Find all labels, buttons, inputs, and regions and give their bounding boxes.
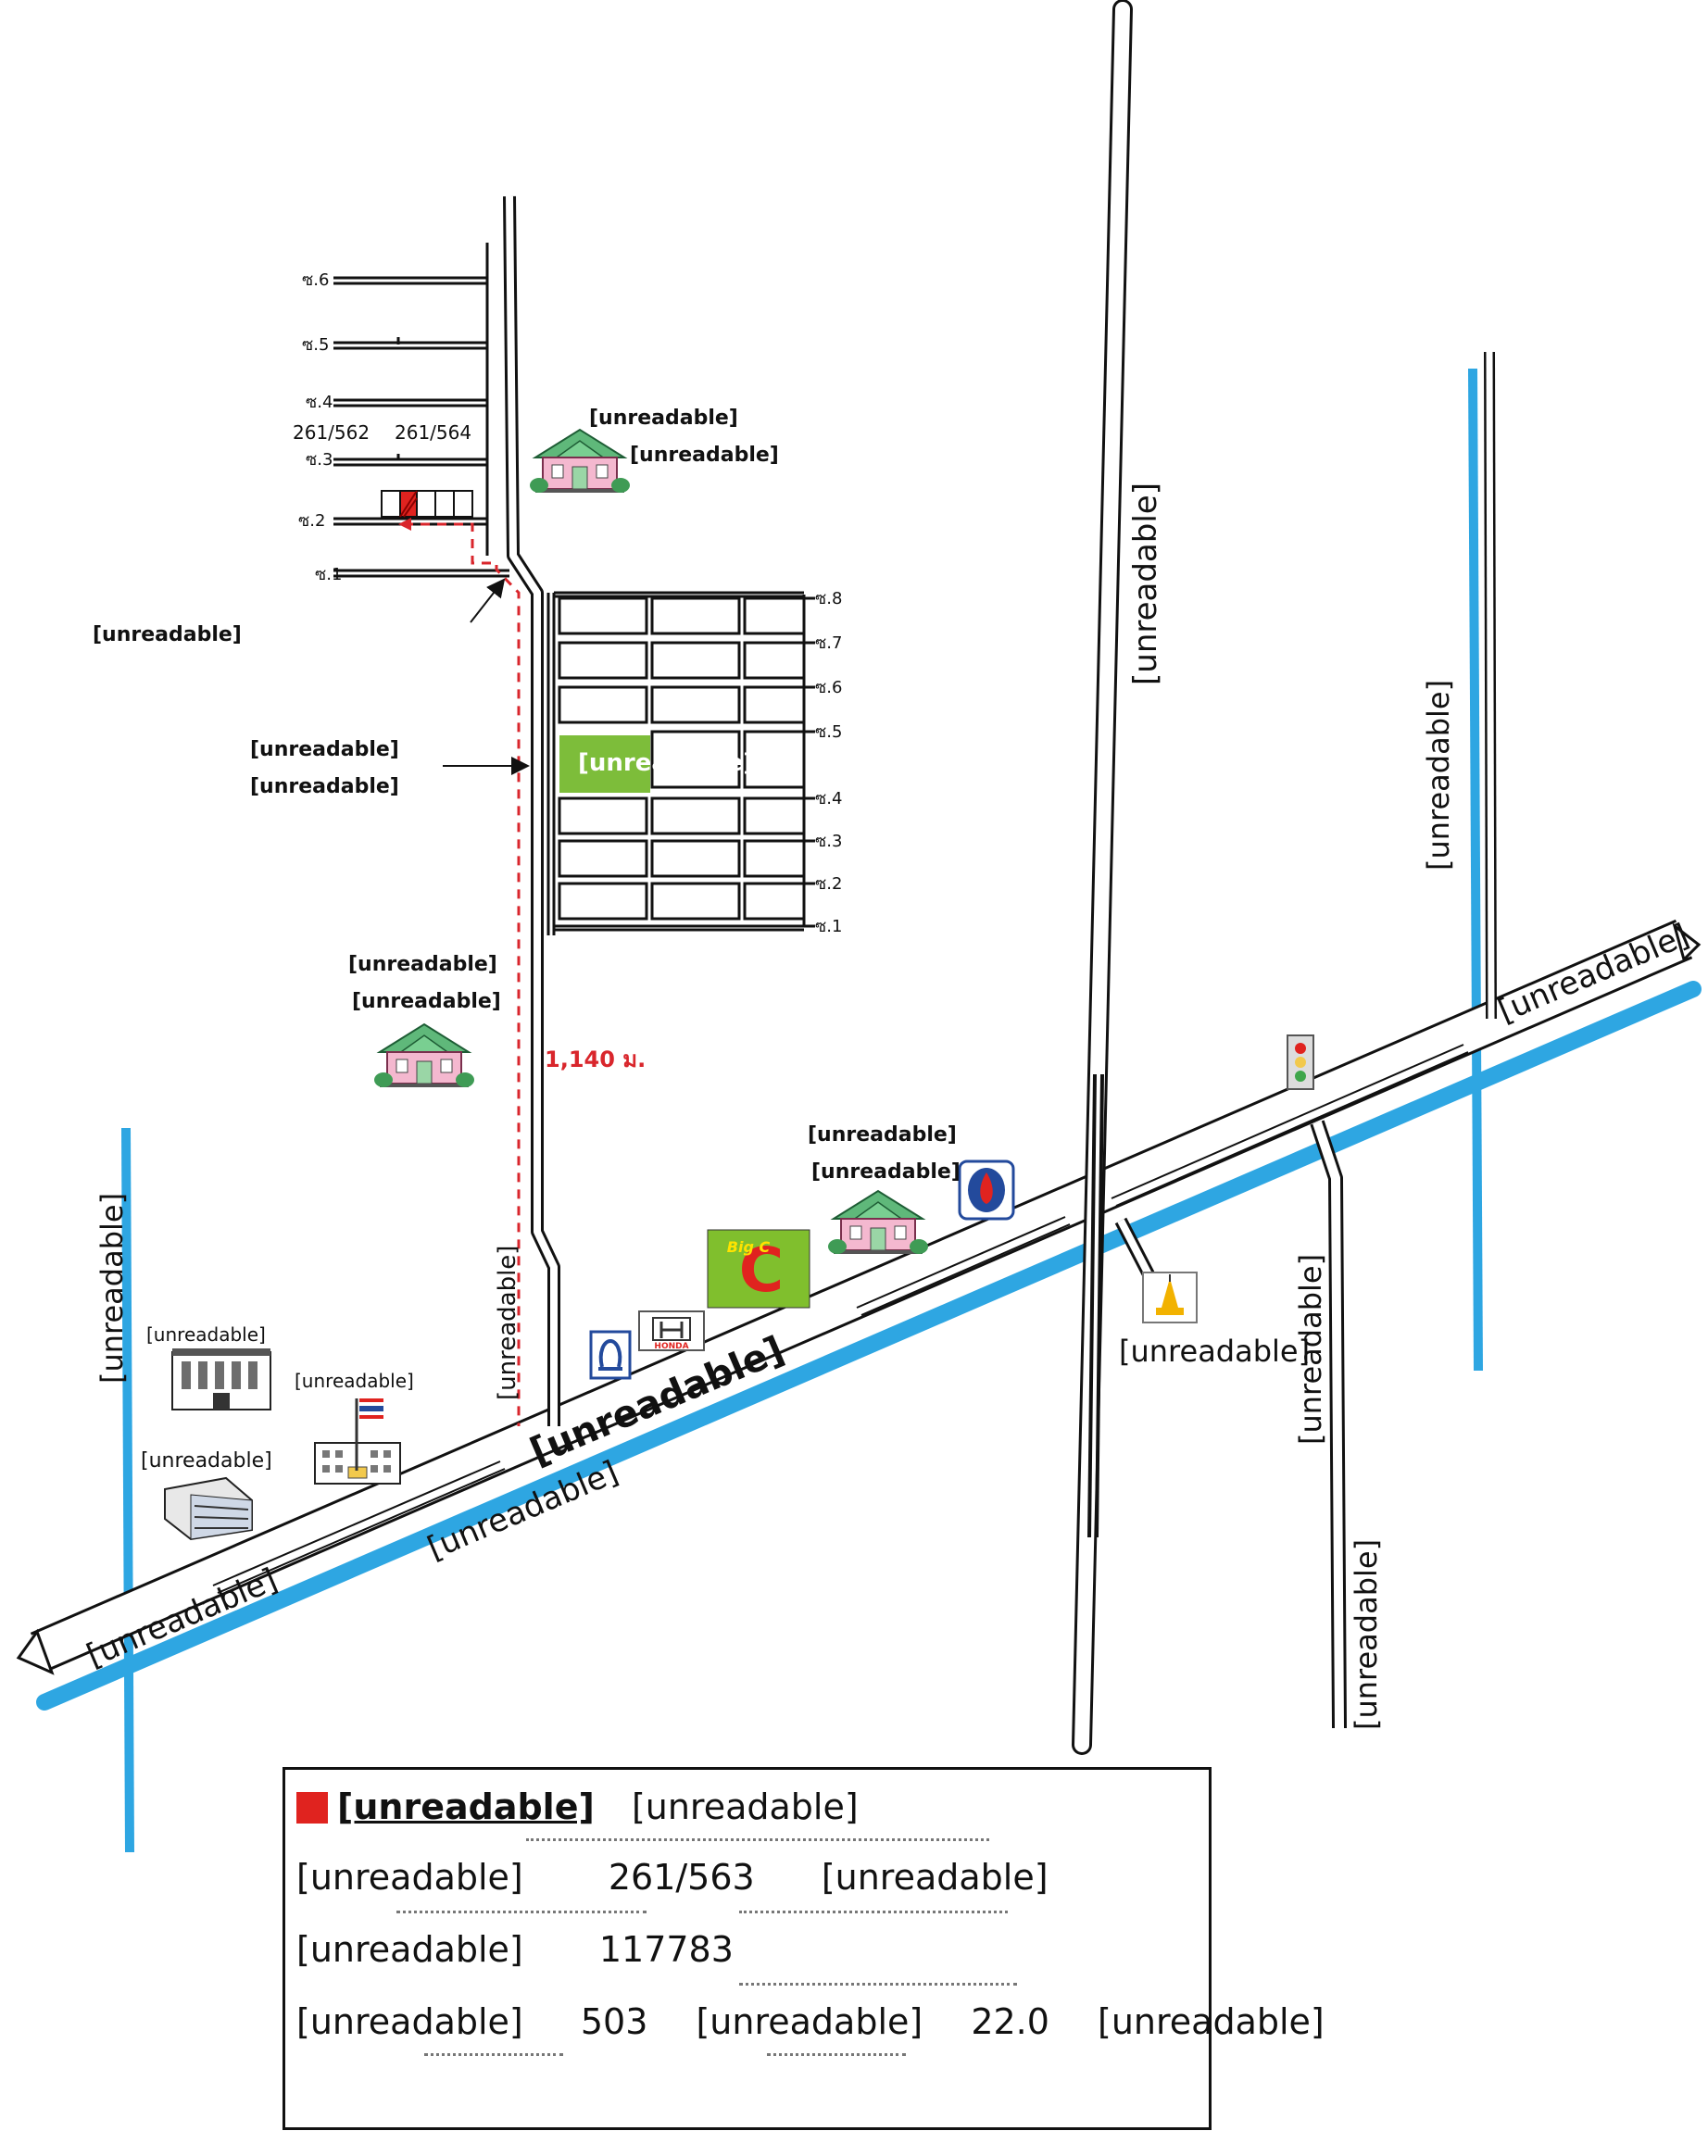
park-label: [unreadable] [578,749,754,777]
area-label: [unreadable] [696,2001,923,2042]
upper-soi-label: ซ.3 [306,450,333,470]
bypass-road [1310,1120,1347,1729]
collateral-info-box: [unreadable] [unreadable] [unreadable] 2… [283,1767,1325,2130]
info-land-row: [unreadable] 503 [unreadable] 22.0 [unre… [296,2001,1325,2042]
plot-left-label: 261/562 [293,421,370,444]
info-title-type: [unreadable] [631,1786,859,1827]
bank-icon [589,1330,632,1380]
area-unit: [unreadable] [1098,2001,1325,2042]
project-name: [unreadable] [821,1857,1049,1898]
soi-road [485,195,560,1426]
lower-soi-label: ซ.7 [815,633,842,653]
deed-label: [unreadable] [296,1929,523,1970]
district-office-label: [unreadable] [146,1323,266,1346]
upper-soi-label: ซ.2 [298,511,325,531]
temple-icon [1142,1272,1198,1323]
bigc-icon: C Big C [707,1229,810,1309]
lower-soi-label: ซ.4 [815,789,842,808]
school-label: [unreadable] [295,1370,414,1392]
village-cozy-line2: [unreadable] [352,990,501,1013]
honda-icon: HONDA [638,1310,705,1351]
village-peak: [unreadable] [93,623,242,646]
lower-soi-label: ซ.3 [815,832,842,851]
lower-village-grid [546,591,806,935]
village-cozy-town-line1: [unreadable] [250,738,399,761]
info-title: [unreadable] [337,1786,595,1827]
lower-soi-label: ซ.1 [815,917,842,936]
lumlukka-road [1072,0,1133,1755]
lower-soi-label: ซ.8 [815,589,842,608]
info-title-row: [unreadable] [unreadable] [296,1786,859,1827]
land-office-label: [unreadable] [141,1449,272,1473]
village-oxy-line1: [unreadable] [589,407,738,430]
lumlukka-road-label: [unreadable] [1127,483,1164,685]
upper-soi-label: ซ.1 [315,565,342,584]
canal-6-label: [unreadable] [94,1193,130,1384]
village-benja-line1: [unreadable] [808,1123,957,1147]
canal-main [36,981,1702,1711]
school-icon [314,1398,401,1485]
temple-label: [unreadable] [1119,1334,1310,1369]
info-deed-row: [unreadable] 117783 [296,1929,734,1970]
to-right-label: [unreadable] [1493,917,1694,1030]
area-value: 22.0 [971,2001,1049,2042]
lower-soi-label: ซ.6 [815,678,842,697]
svg-text:Big C: Big C [727,1238,771,1256]
deed-value: 117783 [598,1929,734,1970]
land-no-value: 503 [580,2001,648,2042]
ptt-station-icon [958,1159,1015,1221]
land-no-label: [unreadable] [296,2001,523,2042]
canal-7 [1468,368,1483,1372]
canal-6 [121,1127,134,1853]
upper-soi-label: ซ.6 [302,270,329,290]
townhouse-units [381,490,473,518]
lower-soi-label: ซ.5 [815,722,842,742]
land-office-icon [164,1476,253,1541]
upper-soi-label: ซ.5 [302,335,329,355]
lower-soi-label: ซ.2 [815,874,842,894]
village-cozy-town-line2: [unreadable] [250,775,399,798]
main-road [16,919,1702,1675]
park-area [559,735,650,793]
village-benja-line2: [unreadable] [811,1160,961,1184]
collateral-marker-icon [296,1792,328,1824]
to-lumlukka-label: [unreadable] [1349,1539,1384,1730]
village-cozy-line1: [unreadable] [348,953,497,976]
svg-text:HONDA: HONDA [654,1342,688,1351]
svg-text:C: C [739,1235,784,1306]
plot-right-label: 261/564 [395,421,471,444]
no-label: [unreadable] [296,1857,523,1898]
canal-7-label: [unreadable] [1421,680,1456,871]
traffic-light-icon [1287,1034,1314,1090]
district-office-icon [171,1348,271,1410]
no-value: 261/563 [608,1857,755,1898]
soi-name-label: [unreadable] [494,1246,521,1400]
village-oxy-line2: [unreadable] [630,444,779,467]
bypass-road-label: [unreadable] [1293,1254,1328,1445]
info-no-row: [unreadable] 261/563 [unreadable] [296,1857,1049,1898]
route-path [404,522,521,1426]
upper-soi-label: ซ.4 [306,393,333,412]
upper-soi-grid [333,276,509,578]
distance-label: 1,140 ม. [545,1047,646,1072]
